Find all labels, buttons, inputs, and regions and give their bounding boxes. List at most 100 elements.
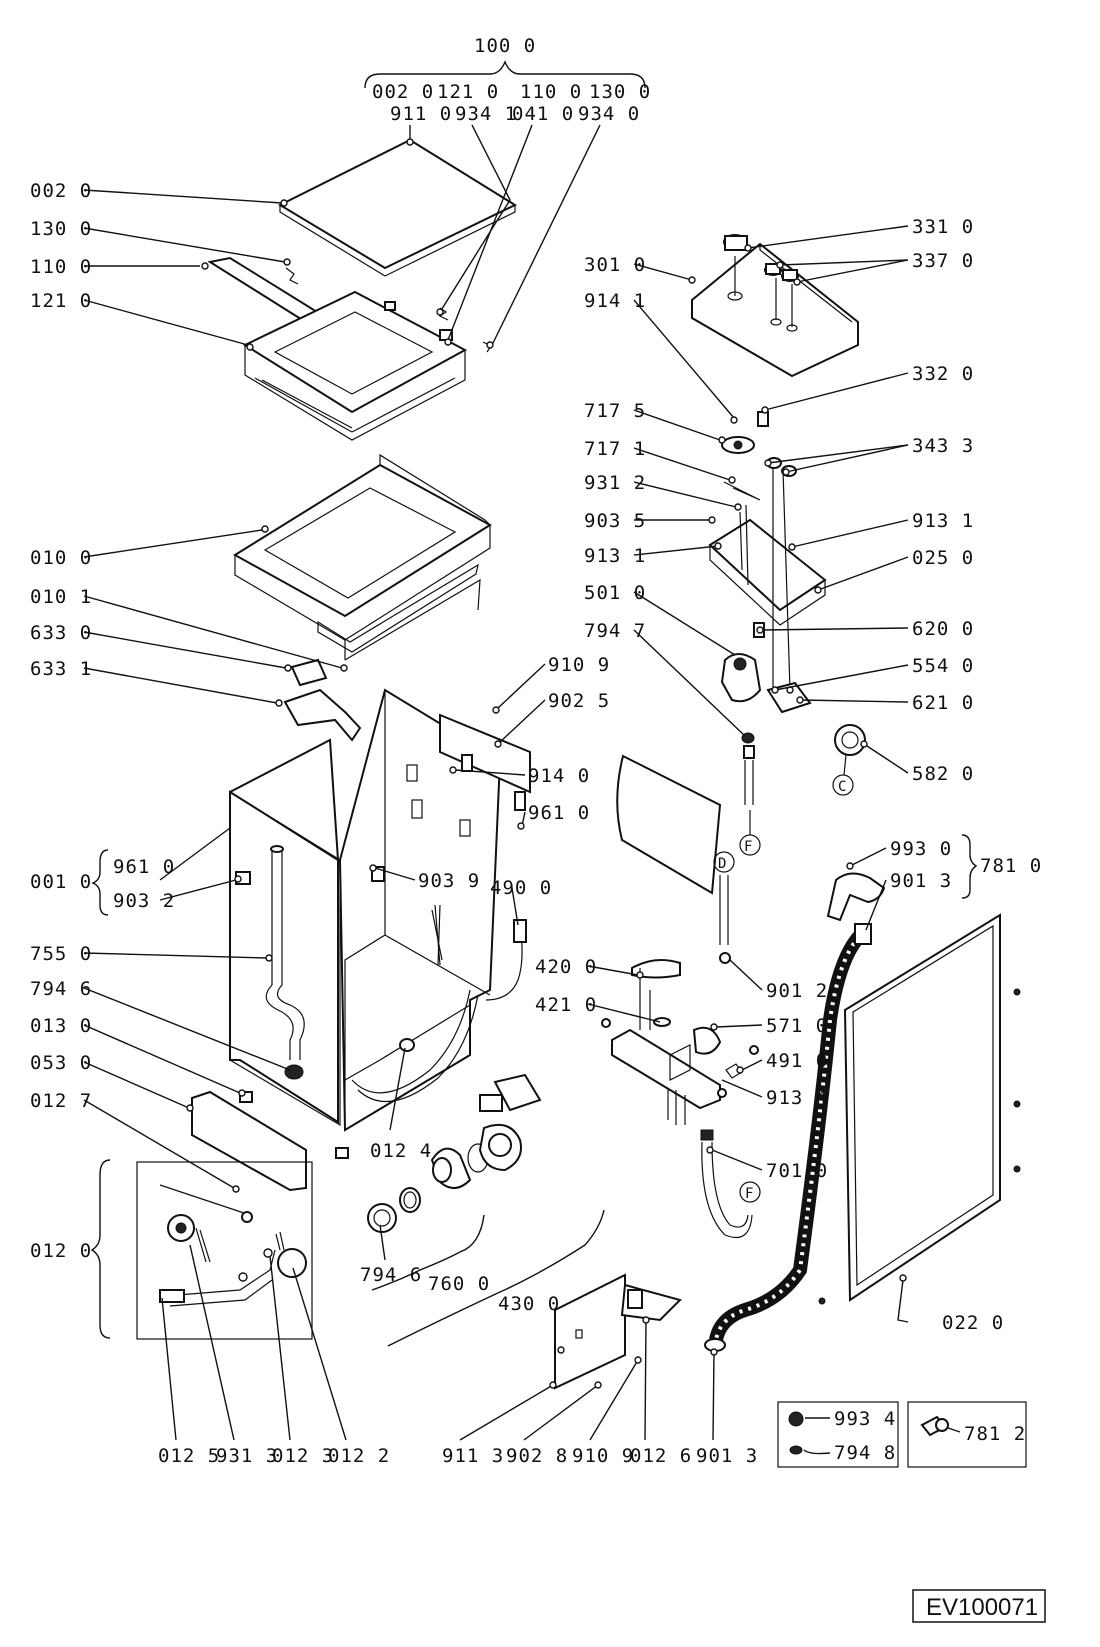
label-010-0: 010 0	[30, 547, 92, 569]
label-110-0-top: 110 0	[520, 81, 582, 103]
label-914-1: 914 1	[584, 290, 646, 312]
label-755-0: 755 0	[30, 943, 92, 965]
hose-901-2: D	[713, 851, 735, 964]
base-plate	[554, 1273, 682, 1390]
label-121-0-top: 121 0	[437, 81, 499, 103]
label-343-3: 343 3	[912, 435, 974, 457]
inset-012	[136, 1161, 313, 1340]
label-421-0: 421 0	[535, 994, 597, 1016]
label-901-2: 901 2	[766, 980, 828, 1002]
pressure-switch-582: C	[832, 724, 866, 796]
label-331-0: 331 0	[912, 216, 974, 238]
hose-794-7: F	[739, 732, 761, 856]
label-717-5: 717 5	[584, 400, 646, 422]
label-490-0: 490 0	[490, 877, 552, 899]
control-panel	[691, 234, 859, 378]
label-012-6: 012 6	[630, 1445, 692, 1467]
diagram-code: EV100071	[912, 1589, 1046, 1623]
label-910-9-b: 910 9	[572, 1445, 634, 1467]
label-794-8: 794 8	[834, 1442, 896, 1464]
label-701-0: 701 0	[766, 1160, 828, 1182]
label-931-2: 931 2	[584, 472, 646, 494]
label-794-6-b: 794 6	[360, 1264, 422, 1286]
brace-760-0	[371, 1214, 485, 1291]
label-902-8: 902 8	[506, 1445, 568, 1467]
brace-781-0	[961, 834, 978, 899]
inset-781-2	[907, 1401, 1027, 1468]
label-025-0: 025 0	[912, 547, 974, 569]
side-sheet	[616, 754, 722, 895]
label-012-7: 012 7	[30, 1090, 92, 1112]
diagram-code-text: EV100071	[926, 1594, 1038, 1621]
label-001-0: 001 0	[30, 871, 92, 893]
electrical-bracket	[601, 958, 759, 1125]
label-914-0: 914 0	[528, 765, 590, 787]
cabinet-part	[228, 688, 527, 1159]
label-902-5: 902 5	[548, 690, 610, 712]
label-961-0-r: 961 0	[528, 802, 590, 824]
label-993-4: 993 4	[834, 1408, 896, 1430]
pump-assembly	[367, 1073, 542, 1233]
label-420-0: 420 0	[535, 956, 597, 978]
label-717-1: 717 1	[584, 438, 646, 460]
label-620-0: 620 0	[912, 618, 974, 640]
label-501-0: 501 0	[584, 582, 646, 604]
label-913-1-l: 913 1	[584, 545, 646, 567]
label-903-9: 903 9	[418, 870, 480, 892]
label-633-1: 633 1	[30, 658, 92, 680]
label-100-0: 100 0	[474, 35, 536, 57]
label-913-4: 913 4	[766, 1087, 828, 1109]
door-panel-022	[818, 913, 1021, 1305]
label-781-2: 781 2	[964, 1423, 1026, 1445]
label-934-1: 934 1	[455, 103, 517, 125]
label-633-0: 633 0	[30, 622, 92, 644]
label-910-9-a: 910 9	[548, 654, 610, 676]
connector-c: C	[838, 779, 847, 795]
label-012-4: 012 4	[370, 1140, 432, 1162]
label-913-1-r: 913 1	[912, 510, 974, 532]
label-002-0-top: 002 0	[372, 81, 434, 103]
label-002-0: 002 0	[30, 180, 92, 202]
label-961-0-l: 961 0	[113, 856, 175, 878]
brace-430-0	[387, 1209, 605, 1347]
label-582-0: 582 0	[912, 763, 974, 785]
label-911-0: 911 0	[390, 103, 452, 125]
label-491-0: 491 0	[766, 1050, 828, 1072]
label-911-3: 911 3	[442, 1445, 504, 1467]
brace-001-0	[91, 849, 109, 916]
label-332-0: 332 0	[912, 363, 974, 385]
label-013-0: 013 0	[30, 1015, 92, 1037]
plinth-part	[191, 1090, 307, 1192]
timer-assembly	[708, 411, 827, 714]
label-794-7: 794 7	[584, 620, 646, 642]
connector-f-a: F	[744, 839, 753, 855]
label-012-2: 012 2	[328, 1445, 390, 1467]
label-110-0: 110 0	[30, 256, 92, 278]
label-301-0: 301 0	[584, 254, 646, 276]
inset-993-4	[777, 1401, 899, 1468]
label-012-0: 012 0	[30, 1240, 92, 1262]
label-934-0: 934 0	[578, 103, 640, 125]
label-901-3-t: 901 3	[890, 870, 952, 892]
label-022-0: 022 0	[942, 1312, 1004, 1334]
hose-701-0: F	[700, 1129, 761, 1239]
top-group-brace: 100 0 002 0 121 0 110 0 130 0	[364, 35, 651, 103]
label-571-0: 571 0	[766, 1015, 828, 1037]
label-621-0: 621 0	[912, 692, 974, 714]
leader-lines	[83, 124, 961, 1455]
label-130-0: 130 0	[30, 218, 92, 240]
label-901-3-b: 901 3	[696, 1445, 758, 1467]
connector-f-b: F	[745, 1186, 754, 1202]
label-337-0: 337 0	[912, 250, 974, 272]
label-012-3: 012 3	[272, 1445, 334, 1467]
label-121-0: 121 0	[30, 290, 92, 312]
label-430-0: 430 0	[498, 1293, 560, 1315]
door-part	[233, 463, 492, 618]
brace-012-0	[90, 1159, 111, 1339]
label-554-0: 554 0	[912, 655, 974, 677]
label-130-0-top: 130 0	[589, 81, 651, 103]
label-931-3: 931 3	[216, 1445, 278, 1467]
label-903-2: 903 2	[113, 890, 175, 912]
label-760-0: 760 0	[428, 1273, 490, 1295]
